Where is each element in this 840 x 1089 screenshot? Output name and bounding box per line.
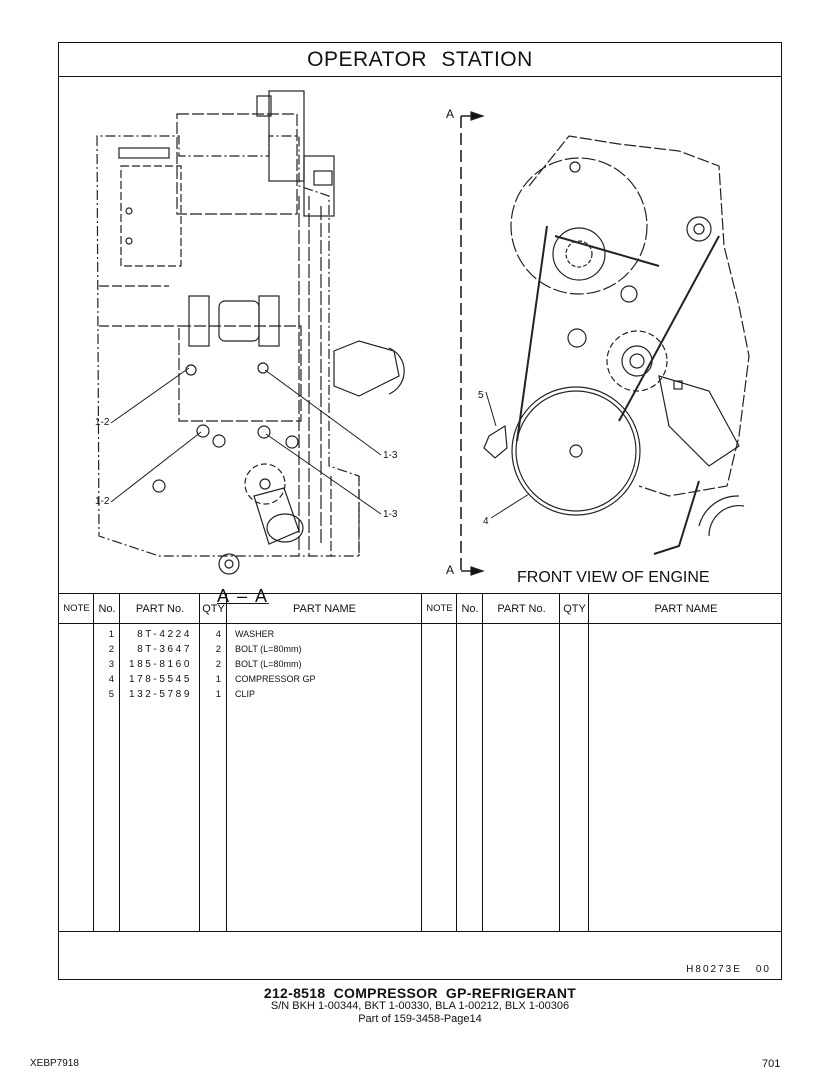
header-qty-right: QTY xyxy=(563,602,586,615)
parts-page-frame: OPERATOR STATION xyxy=(58,42,782,980)
header-part-name-right: PART NAME xyxy=(654,602,718,615)
row-no: 1 xyxy=(108,629,114,640)
header-no: No. xyxy=(98,602,116,615)
row-qty: 1 xyxy=(215,674,221,685)
col-note-left xyxy=(59,594,94,932)
callout-1-2-lower: 1-2 xyxy=(95,496,110,507)
row-part-no: 8T-3647 xyxy=(137,644,192,655)
section-marker-bottom: A xyxy=(446,563,455,577)
row-part-name: BOLT (L=80mm) xyxy=(235,659,302,669)
col-partname-left xyxy=(227,594,422,932)
front-view-label: FRONT VIEW OF ENGINE xyxy=(517,569,710,586)
engine-line-drawing xyxy=(96,90,750,576)
col-no-right xyxy=(457,594,483,932)
serial-numbers: S/N BKH 1-00344, BKT 1-00330, BLA 1-0021… xyxy=(270,1000,570,1012)
group-title: 212-8518 COMPRESSOR GP-REFRIGERANT xyxy=(263,985,577,1001)
illustration-reference: H80273E 00 xyxy=(686,964,771,975)
row-qty: 1 xyxy=(215,689,221,700)
callout-1-3-lower: 1-3 xyxy=(383,509,398,520)
header-part-no: PART No. xyxy=(135,602,185,615)
row-no: 2 xyxy=(108,644,114,655)
header-part-name: PART NAME xyxy=(293,602,356,615)
table-header: NOTE No. PART No. QTY PART NAME NOTE No.… xyxy=(59,594,781,624)
illustration-reference-box: H80273E 00 xyxy=(59,931,781,980)
row-part-name: WASHER xyxy=(235,629,275,639)
section-view-label: A – A xyxy=(217,586,270,606)
col-note-right xyxy=(422,594,457,932)
callout-1-3-upper: 1-3 xyxy=(383,450,398,461)
callout-1-2-upper: 1-2 xyxy=(95,417,110,428)
parts-illustration: 1-2 1-2 1-3 1-3 5 4 A A A – A FRONT VIEW… xyxy=(59,76,781,606)
section-a-a-drawing xyxy=(96,90,405,575)
row-part-no: 132-5789 xyxy=(128,689,192,700)
row-part-name: BOLT (L=80mm) xyxy=(235,644,302,654)
row-qty: 2 xyxy=(215,644,221,655)
row-no: 4 xyxy=(108,674,114,685)
page-number: 701 xyxy=(762,1058,781,1070)
document-id: XEBP7918 xyxy=(30,1058,79,1069)
callout-4: 4 xyxy=(483,516,489,527)
row-part-no: 178-5545 xyxy=(128,674,192,685)
illustration-ref-code: H80273E xyxy=(686,964,742,975)
header-part-no-right: PART No. xyxy=(497,602,546,615)
row-part-no: 8T-4224 xyxy=(137,629,192,640)
header-note-right: NOTE xyxy=(426,603,453,614)
parts-list-table: NOTE No. PART No. QTY PART NAME NOTE No.… xyxy=(59,593,781,932)
row-part-name: COMPRESSOR GP xyxy=(235,674,316,684)
section-marker-top: A xyxy=(446,107,455,121)
header-qty: QTY xyxy=(202,602,225,615)
row-part-no: 185-8160 xyxy=(128,659,192,670)
header-note: NOTE xyxy=(63,603,90,614)
col-no-left xyxy=(94,594,120,932)
col-partno-right xyxy=(483,594,560,932)
front-view-drawing xyxy=(483,135,750,555)
row-no: 3 xyxy=(108,659,114,670)
col-partno-left xyxy=(120,594,200,932)
part-of-reference: Part of 159-3458-Page14 xyxy=(358,1013,482,1025)
row-part-name: CLIP xyxy=(235,689,256,699)
row-no: 5 xyxy=(108,689,114,700)
col-qty-left xyxy=(200,594,227,932)
row-qty: 4 xyxy=(215,629,221,640)
revision-code: 00 xyxy=(755,964,771,975)
header-no-right: No. xyxy=(461,602,479,615)
callout-5: 5 xyxy=(478,390,484,401)
col-qty-right xyxy=(560,594,589,932)
page-title: OPERATOR STATION xyxy=(59,43,781,77)
row-qty: 2 xyxy=(215,659,221,670)
